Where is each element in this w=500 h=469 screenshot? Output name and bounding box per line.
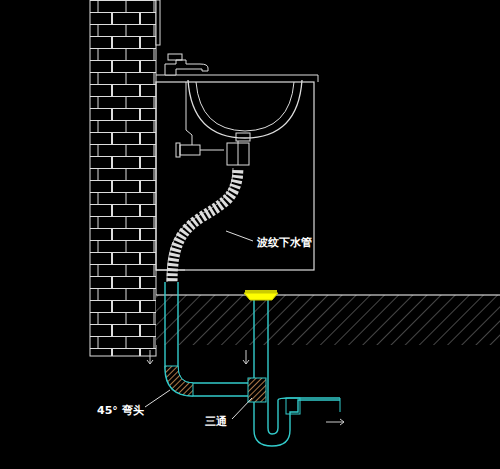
brick-wall	[90, 0, 156, 356]
wash-basin	[188, 80, 302, 138]
angle-valve	[180, 145, 200, 155]
corrugated-hose	[172, 168, 238, 282]
faucet	[165, 60, 208, 75]
flow-arrows	[147, 350, 344, 425]
floor-drain	[244, 293, 278, 300]
floor-drain-pipe	[254, 300, 268, 402]
floor-slab	[156, 295, 500, 345]
supply-hose	[186, 82, 192, 145]
leader-lines	[145, 231, 253, 419]
tee-fitting	[248, 378, 266, 402]
tee-label: 三通	[204, 415, 228, 428]
elbow-45	[165, 366, 193, 396]
hose-label: 波纹下水管	[256, 236, 313, 249]
drain-pipe	[165, 282, 252, 396]
elbow-label: 45° 弯头	[96, 404, 145, 417]
wall-top	[156, 0, 160, 45]
